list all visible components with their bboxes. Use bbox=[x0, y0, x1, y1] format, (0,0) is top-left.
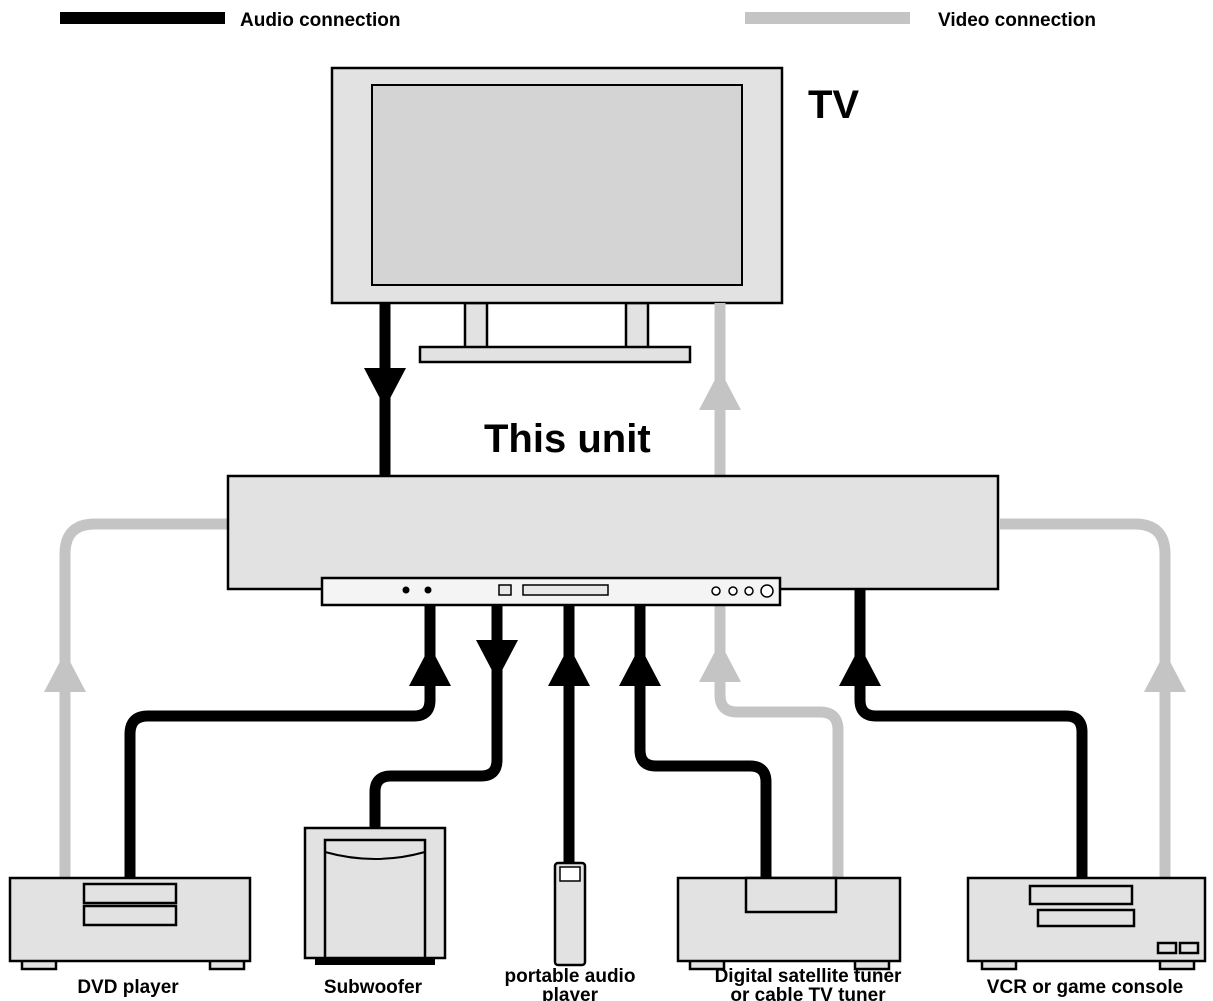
tv-label: TV bbox=[808, 83, 859, 127]
tuner-slot bbox=[746, 878, 836, 912]
tv-stand-right bbox=[626, 303, 648, 349]
subwoofer-audio-arrow bbox=[476, 640, 518, 680]
subwoofer-cone-panel bbox=[325, 840, 425, 958]
tv-video-arrow bbox=[699, 370, 741, 410]
tuner-audio-cable bbox=[640, 605, 766, 880]
dvd-tray-top bbox=[84, 884, 176, 903]
portable-audio-player bbox=[555, 863, 585, 965]
vcr-port-1 bbox=[1158, 943, 1176, 953]
audio-legend-label: Audio connection bbox=[240, 10, 400, 31]
vcr-audio-arrow bbox=[839, 646, 881, 686]
tv-base bbox=[420, 347, 690, 362]
unit-button-1 bbox=[712, 587, 720, 595]
vcr bbox=[968, 878, 1205, 969]
unit-display bbox=[523, 585, 608, 595]
unit-button-2 bbox=[729, 587, 737, 595]
unit-button-3 bbox=[745, 587, 753, 595]
subwoofer-label: Subwoofer bbox=[324, 977, 423, 998]
audio-legend-swatch bbox=[60, 12, 225, 24]
dvd-video-arrow bbox=[44, 652, 86, 692]
tv-screen bbox=[372, 85, 742, 285]
legend: Audio connection Video connection bbox=[60, 10, 1096, 31]
subwoofer-base bbox=[315, 958, 435, 965]
dvd-label: DVD player bbox=[77, 977, 179, 998]
vcr-audio-cable bbox=[860, 590, 1082, 880]
this-unit bbox=[228, 476, 998, 605]
subwoofer bbox=[305, 828, 445, 965]
tuner bbox=[678, 878, 900, 969]
unit-knob-2 bbox=[425, 587, 432, 594]
vcr-video-arrow bbox=[1144, 652, 1186, 692]
dvd-audio-arrow bbox=[409, 646, 451, 686]
unit-body bbox=[228, 476, 998, 589]
dvd-video-cable bbox=[65, 524, 230, 880]
tuner-video-arrow bbox=[699, 642, 741, 682]
portable-audio-arrow bbox=[548, 646, 590, 686]
vcr-tray-bottom bbox=[1038, 910, 1134, 926]
portable-screen bbox=[560, 867, 580, 881]
portable-label-line2: player bbox=[542, 985, 599, 1001]
tuner-video-cable bbox=[720, 605, 838, 880]
dvd-player bbox=[10, 878, 250, 969]
video-legend-label: Video connection bbox=[938, 10, 1096, 31]
tuner-label-line1: Digital satellite tuner bbox=[715, 966, 902, 987]
vcr-label: VCR or game console bbox=[987, 977, 1183, 998]
unit-disc-button bbox=[499, 585, 511, 595]
tv-stand-left bbox=[465, 303, 487, 349]
unit-knob-1 bbox=[403, 587, 410, 594]
unit-label: This unit bbox=[484, 417, 651, 461]
unit-volume-knob bbox=[761, 585, 773, 597]
video-legend-swatch bbox=[745, 12, 910, 24]
vcr-port-2 bbox=[1180, 943, 1198, 953]
dvd-tray-bottom bbox=[84, 906, 176, 925]
tv-audio-arrow bbox=[364, 368, 406, 408]
tuner-label-line2: or cable TV tuner bbox=[730, 985, 886, 1001]
tuner-audio-arrow bbox=[619, 646, 661, 686]
portable-label-line1: portable audio bbox=[505, 966, 636, 987]
vcr-tray-top bbox=[1030, 886, 1132, 904]
